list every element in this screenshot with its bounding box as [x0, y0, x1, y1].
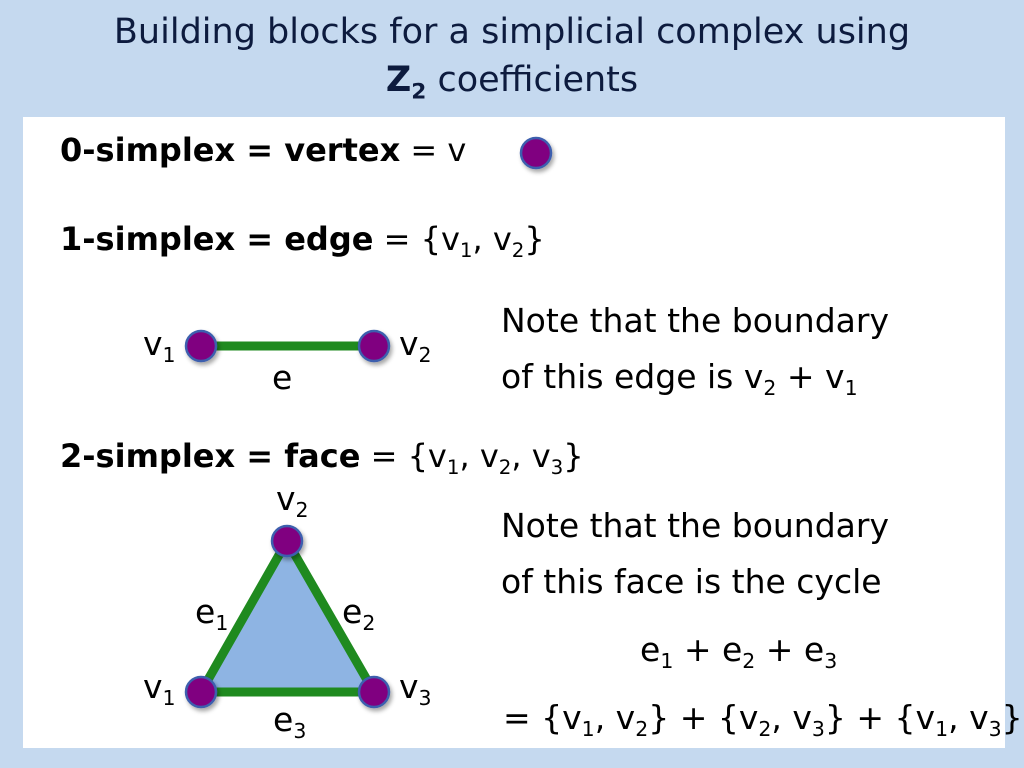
- cycle-expansion: = {v1, v2} + {v2, v3} + {v1, v3}: [503, 698, 1023, 742]
- face-label-v3: v3: [399, 667, 432, 711]
- edge-label-v1: v1: [143, 324, 176, 368]
- title-line-1: Building blocks for a simplicial complex…: [113, 12, 911, 52]
- content-panel: [23, 117, 1005, 748]
- face-label-e1: e1: [195, 592, 229, 636]
- face-definition: 2-simplex = face = {v1, v2, v3}: [60, 437, 584, 479]
- face-label-v2: v2: [276, 479, 309, 523]
- edge-vertex-v1: [184, 329, 218, 363]
- face-vertex-v3: [357, 675, 391, 709]
- face-vertex-v1: [184, 675, 218, 709]
- face-label-e2: e2: [342, 592, 376, 636]
- face-label-v1: v1: [143, 667, 176, 711]
- z2-symbol: Z2: [385, 60, 427, 105]
- face-vertex-v2: [270, 524, 304, 558]
- face-label-e3: e3: [273, 700, 307, 744]
- face-boundary-note: Note that the boundary of this face is t…: [501, 506, 889, 601]
- vertex-dot: [519, 136, 553, 170]
- title-line-2: coefficients: [426, 60, 639, 100]
- face-triangle: [196, 536, 379, 697]
- edge-definition: 1-simplex = edge = {v1, v2}: [60, 220, 545, 262]
- edge-vertex-v2: [357, 329, 391, 363]
- slide-title: Building blocks for a simplicial complex…: [0, 8, 1024, 104]
- edge-boundary-note: Note that the boundary of this edge is v…: [501, 301, 889, 401]
- edge-label-v2: v2: [399, 324, 432, 368]
- vertex-definition: 0-simplex = vertex = v: [60, 131, 467, 169]
- cycle-sum: e1 + e2 + e3: [640, 630, 838, 674]
- edge-label-e: e: [272, 358, 293, 397]
